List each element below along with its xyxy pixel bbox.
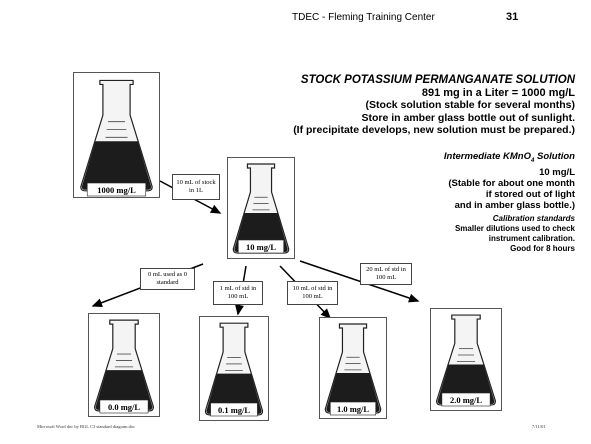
intermediate-text-block: Intermediate KMnO4 Solution 10 mg/L (Sta… [444, 151, 575, 211]
intermediate-line2: (Stable for about one month [448, 177, 575, 189]
footer-right: 7/11/01 [532, 424, 546, 429]
stock-title: STOCK POTASSIUM PERMANGANATE SOLUTION [300, 74, 575, 86]
flask-std2: 2.0 mg/L [430, 308, 502, 411]
flask-label-panel [441, 392, 491, 407]
header-org: TDEC - Fleming Training Center [292, 12, 435, 23]
label-to-std0: 0 mL used as 0 standard [140, 268, 195, 290]
flask-label-panel [210, 402, 258, 417]
calibration-line2: instrument calibration. [488, 234, 575, 243]
flask-stock: 1000 mg/L [73, 72, 160, 198]
flask-intermediate-label: 10 mg/L [246, 242, 276, 252]
flask-std2-label: 2.0 mg/L [449, 395, 483, 405]
calibration-title: Calibration standards [492, 214, 575, 223]
stock-line1: 891 mg in a Liter = 1000 mg/L [421, 86, 575, 99]
page-number: 31 [506, 11, 519, 23]
flask-std0-label: 0.0 mg/L [107, 402, 141, 412]
stock-line2: (Stock solution stable for several month… [365, 99, 575, 111]
flask-intermediate: 10 mg/L [227, 157, 295, 259]
calibration-line3: Good for 8 hours [510, 244, 575, 253]
label-stock-to-intermediate: 10 mL of stock in 1L [172, 174, 220, 200]
stock-line3: Store in amber glass bottle out of sunli… [361, 111, 575, 124]
flask-label-panel [329, 401, 377, 416]
label-to-std1: 10 mL of std in 100 mL [287, 281, 338, 305]
erlenmeyer-flask-drawing [435, 314, 497, 407]
erlenmeyer-flask-drawing [80, 79, 153, 197]
erlenmeyer-flask-drawing [93, 319, 155, 414]
flask-std1: 1.0 mg/L [319, 317, 387, 419]
erlenmeyer-flask-drawing [324, 323, 382, 416]
flask-liquid [81, 141, 152, 190]
intermediate-title: Intermediate KMnO4 Solution [443, 151, 575, 164]
label-to-std01: 1 mL of std in 100 mL [213, 281, 263, 305]
stock-text-block: STOCK POTASSIUM PERMANGANATE SOLUTION 89… [293, 74, 575, 137]
intermediate-line1: 10 mg/L [539, 166, 575, 178]
flask-label-panel [86, 182, 147, 197]
label-to-std2: 20 mL of std in 100 mL [360, 263, 412, 285]
calibration-text-block: Calibration standards Smaller dilutions … [455, 214, 575, 254]
flask-stock-label: 1000 mg/L [97, 185, 136, 195]
footer-left: Microsoft Word doc by BGL C3 standard di… [37, 424, 136, 429]
intermediate-line4: and in amber glass bottle.) [454, 199, 575, 211]
erlenmeyer-flask-drawing [204, 322, 264, 417]
stock-line4: (If precipitate develops, new solution m… [293, 124, 575, 136]
flask-std01: 0.1 mg/L [199, 316, 269, 421]
flask-std1-label: 1.0 mg/L [336, 404, 370, 414]
intermediate-line3: if stored out of light [485, 188, 575, 200]
calibration-line1: Smaller dilutions used to check [454, 224, 575, 233]
flask-std0: 0.0 mg/L [88, 313, 160, 417]
flask-label-panel [99, 399, 149, 414]
flask-label-panel [237, 239, 285, 254]
erlenmeyer-flask-drawing [232, 163, 290, 254]
flask-std01-label: 0.1 mg/L [217, 405, 251, 415]
arrow-to-std2 [299, 260, 420, 303]
